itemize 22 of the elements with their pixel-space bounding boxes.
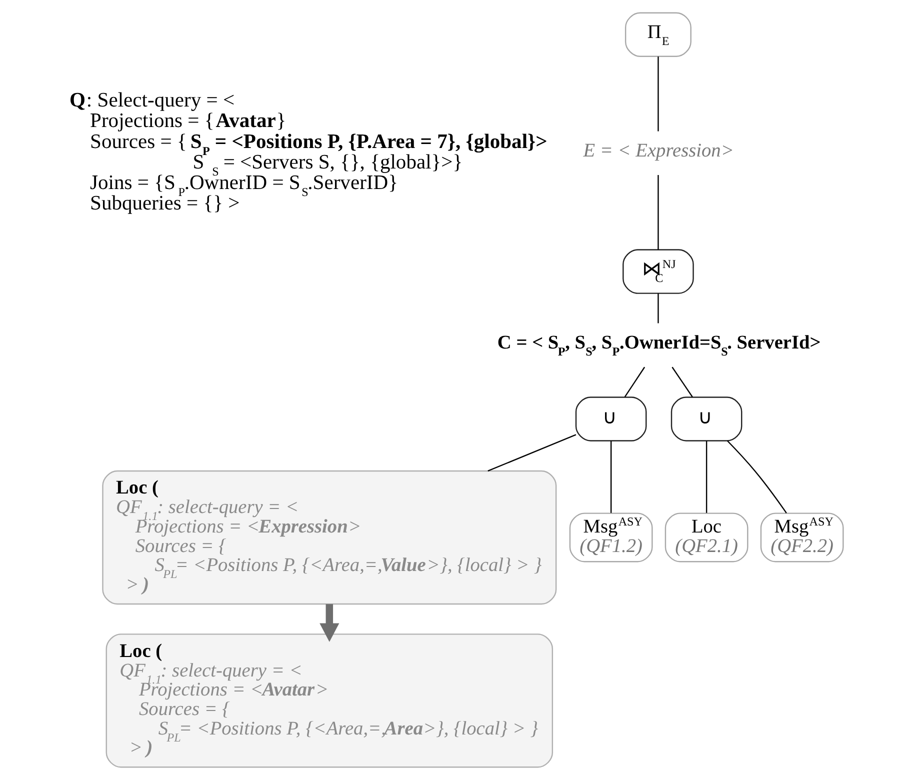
label: Q: Select-query = < — [69, 90, 234, 112]
arrow — [319, 604, 339, 642]
node-text: E = < Expression> — [582, 140, 734, 162]
connector — [657, 175, 658, 250]
node-box: Loc (QF2.1) — [664, 512, 748, 562]
node-box: ∪ — [670, 396, 742, 442]
connector — [657, 56, 658, 132]
connector — [487, 434, 576, 472]
connector — [624, 366, 645, 398]
node-text: C = < S$_{P}$, S$_{S}$, S$_{P}$.OwnerId=S$_{S}$. ServerId> — [496, 332, 820, 359]
node-box: Loc ( QF$_{1.1}$: select-query = < Projections = <Expression> Sources = { S$_{PL}$= <Positions P, {<Area,=,Value>}, {local} > } > ) — [102, 470, 556, 605]
connector — [705, 440, 707, 513]
label: Projections = {Avatar} — [90, 110, 286, 132]
node-box: ∪ — [574, 396, 646, 442]
connector — [671, 366, 692, 398]
node-box: Loc ( QF$_{1.1}$: select-query = < Projections = <Avatar> Sources = { S$_{PL}$= <Positions P, {<Area,=,Area>}, {local} > } > ) — [105, 634, 553, 768]
connector — [610, 440, 612, 513]
connector — [726, 440, 786, 514]
node-box: Π$_{E}$ — [624, 12, 691, 57]
connector — [657, 293, 658, 324]
node-box: Msg$^{ASY}$ (QF2.2) — [760, 512, 844, 562]
node-box: Msg$^{ASY}$ (QF1.2) — [568, 512, 652, 562]
